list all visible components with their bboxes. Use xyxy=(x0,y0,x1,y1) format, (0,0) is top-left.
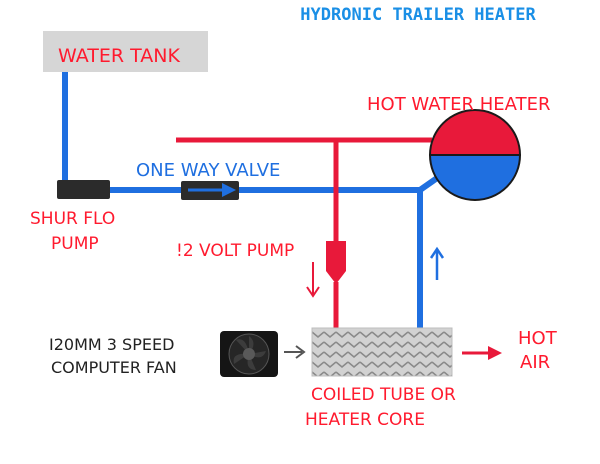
twelve-volt-pump-label: !2 VOLT PUMP xyxy=(176,241,294,261)
up-flow-arrow-icon xyxy=(429,246,445,280)
water-tank-label: WATER TANK xyxy=(58,45,180,67)
down-flow-arrow-icon xyxy=(306,262,320,298)
shur-flo-pump xyxy=(57,180,110,199)
hot-water-heater-label: HOT WATER HEATER xyxy=(367,94,550,115)
fan-label-line2: COMPUTER FAN xyxy=(51,358,177,377)
hot-water-heater xyxy=(428,109,522,201)
one-way-valve-label: ONE WAY VALVE xyxy=(136,160,280,181)
heater-core-label-line1: COILED TUBE OR xyxy=(311,385,456,405)
fan-to-core-arrow-icon xyxy=(284,345,306,359)
hot-air-arrow-icon xyxy=(462,346,502,360)
hot-air-label-line2: AIR xyxy=(520,352,550,373)
computer-fan-icon xyxy=(220,331,278,377)
valve-flow-arrow-icon xyxy=(188,183,236,197)
fan-label-line1: I20MM 3 SPEED xyxy=(49,335,174,354)
twelve-volt-pump xyxy=(326,241,346,284)
water-tank-box xyxy=(43,31,208,72)
shur-flo-label-line2: PUMP xyxy=(51,234,99,254)
hot-water-pipes xyxy=(176,137,432,330)
hot-air-label-line1: HOT xyxy=(518,328,558,349)
heater-core xyxy=(311,327,453,377)
heater-core-label-line2: HEATER CORE xyxy=(305,410,425,430)
shur-flo-label-line1: SHUR FLO xyxy=(30,209,115,229)
diagram-title: HYDRONIC TRAILER HEATER xyxy=(300,5,536,25)
